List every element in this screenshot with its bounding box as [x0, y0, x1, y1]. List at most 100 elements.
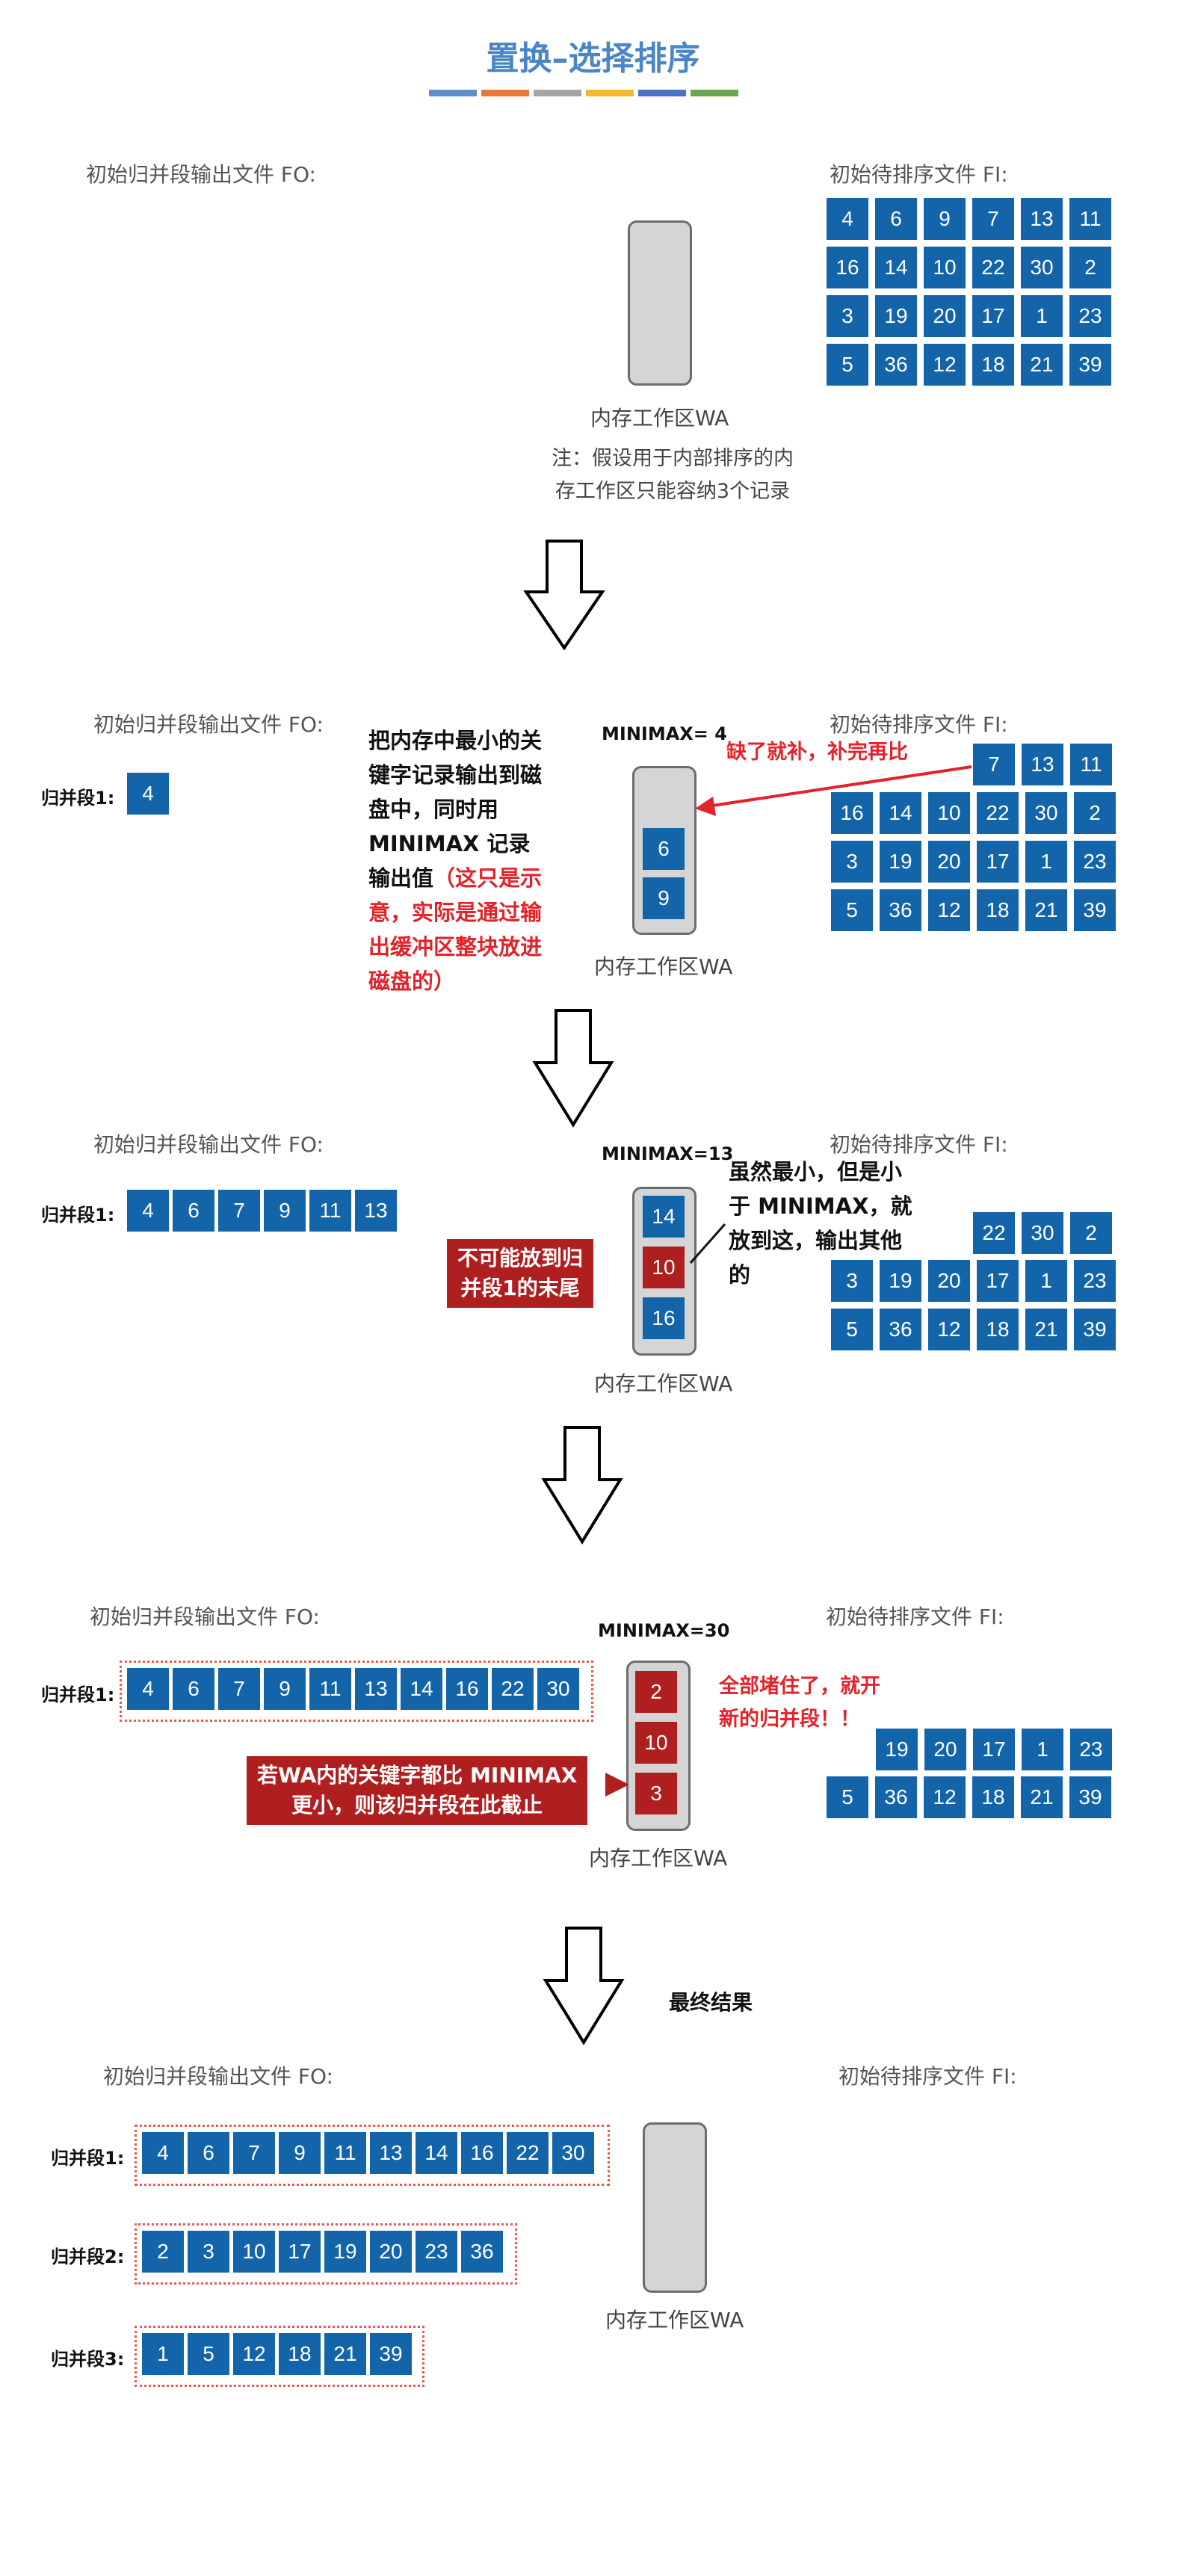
- fi-record: 21: [1025, 889, 1067, 931]
- fi-record: 17: [977, 1260, 1019, 1302]
- fi-record: 7: [972, 198, 1014, 240]
- page-title: 置换–选择排序: [486, 40, 700, 78]
- seg-record: 17: [279, 2231, 321, 2273]
- explain-red-line: 出缓冲区整块放进: [368, 934, 543, 960]
- fi-record: 36: [875, 1776, 917, 1818]
- explain-line: 键字记录输出到磁: [368, 762, 543, 788]
- fi-label: 初始待排序文件 FI:: [830, 712, 1008, 737]
- seg1-box: [135, 2125, 610, 2186]
- fi-record: 16: [827, 247, 868, 288]
- fi-record: 39: [1074, 889, 1116, 931]
- seg-record: 6: [173, 1668, 214, 1710]
- fi-record: 5: [831, 1309, 873, 1350]
- fi-record: 17: [973, 1729, 1015, 1770]
- fi-record: 23: [1070, 1729, 1112, 1770]
- fi-record: 17: [972, 295, 1014, 337]
- note-line: 全部堵住了，就开: [719, 1675, 880, 1698]
- fi-label: 初始待排序文件 FI:: [838, 2064, 1017, 2089]
- wa-record: 10: [643, 1247, 685, 1288]
- seg-record: 9: [264, 1668, 306, 1710]
- note: 注：假设用于内部排序的内 存工作区只能容纳3个记录: [523, 442, 822, 508]
- minimax-value: MINIMAX=13: [602, 1143, 734, 1164]
- seg-record: 21: [324, 2333, 366, 2375]
- seg-record: 7: [233, 2132, 275, 2174]
- fi-record: 21: [1025, 1309, 1067, 1350]
- down-arrow-icon: [523, 540, 605, 650]
- seg-record: 22: [492, 1668, 534, 1710]
- explain-red-line: 意，实际是通过输: [368, 900, 543, 925]
- explain-line: MINIMAX 记录: [368, 831, 531, 856]
- fi-record: 1: [1025, 841, 1067, 883]
- fi-record: 30: [1025, 792, 1067, 834]
- fi-record: 23: [1074, 1260, 1116, 1302]
- work-area: [628, 220, 692, 386]
- fi-record: 22: [972, 247, 1014, 288]
- fi-record: 5: [831, 889, 873, 931]
- note-line-2: 存工作区只能容纳3个记录: [555, 480, 791, 503]
- fi-record: 18: [972, 1776, 1014, 1818]
- explain-line: 输出值: [368, 865, 434, 891]
- fi-record: 19: [880, 841, 921, 883]
- down-arrow-icon: [532, 1009, 614, 1128]
- wa-label: 内存工作区WA: [589, 1846, 728, 1871]
- warning-line: 并段1的末尾: [460, 1276, 580, 1300]
- explain-red-inline: （这只是示: [433, 865, 543, 891]
- work-area: [643, 2122, 707, 2293]
- fi-record: 7: [973, 744, 1015, 785]
- fi-record: 18: [977, 1309, 1019, 1350]
- wa-record: 16: [643, 1297, 685, 1339]
- seg-record: 16: [446, 1668, 488, 1710]
- seg2-box: [135, 2223, 517, 2285]
- fi-record: 10: [928, 792, 970, 834]
- fi-record: 36: [880, 1309, 921, 1350]
- explain-line: 虽然最小，但是小: [729, 1159, 903, 1184]
- seg-record: 11: [324, 2132, 366, 2174]
- fi-record: 1: [1021, 295, 1063, 337]
- warning-box: 不可能放到归 并段1的末尾: [447, 1239, 594, 1308]
- warning-line: 更小，则该归并段在此截止: [291, 1793, 543, 1817]
- fi-record: 18: [977, 889, 1019, 931]
- fi-record: 13: [1022, 744, 1063, 785]
- fo-label: 初始归并段输出文件 FO:: [86, 162, 316, 187]
- explain-line: 的: [729, 1262, 751, 1288]
- seg3-label: 归并段3:: [51, 2349, 125, 2370]
- fi-record: 20: [928, 841, 970, 883]
- fi-record: 36: [875, 344, 917, 386]
- title-color-bar: [429, 90, 738, 96]
- down-arrow-icon: [543, 1927, 625, 2045]
- seg1-label: 归并段1:: [51, 2148, 125, 2169]
- seg-record: 6: [188, 2132, 229, 2174]
- fi-record: 10: [924, 247, 966, 288]
- seg-record: 4: [142, 2132, 184, 2174]
- fi-record: 12: [924, 1776, 966, 1818]
- explain-line: 把内存中最小的关: [368, 728, 543, 753]
- seg-record: 9: [279, 2132, 321, 2174]
- fi-record: 5: [827, 344, 868, 386]
- fi-record: 18: [972, 344, 1014, 386]
- fi-record: 1: [1025, 1260, 1067, 1302]
- seg-record: 13: [355, 1668, 397, 1710]
- fi-record: 21: [1021, 344, 1063, 386]
- fi-record: 39: [1069, 1776, 1111, 1818]
- fo-label: 初始归并段输出文件 FO:: [93, 712, 324, 737]
- explain-line: 放到这，输出其他: [729, 1228, 903, 1253]
- seg-record: 30: [537, 1668, 579, 1710]
- wa-record: 6: [643, 828, 685, 870]
- seg-record: 20: [370, 2231, 412, 2273]
- final-result-label: 最终结果: [669, 1990, 753, 2015]
- fi-record: 9: [924, 198, 966, 240]
- warning-line: 若WA内的关键字都比 MINIMAX: [257, 1763, 578, 1788]
- seg-record: 4: [127, 1668, 169, 1710]
- color-bar-segment: [429, 90, 477, 96]
- seg-record: 22: [507, 2132, 549, 2174]
- note-line: 新的归并段！！: [719, 1708, 860, 1731]
- new-segment-note: 全部堵住了，就开 新的归并段！！: [719, 1670, 880, 1736]
- refill-note: 缺了就补，补完再比: [726, 741, 908, 764]
- warning-box: 若WA内的关键字都比 MINIMAX 更小，则该归并段在此截止: [247, 1756, 588, 1825]
- seg-record: 7: [218, 1668, 260, 1710]
- fi-record: 13: [1021, 198, 1063, 240]
- explain-line: 于 MINIMAX，就: [729, 1193, 912, 1219]
- seg-record: 7: [218, 1190, 260, 1232]
- note-line-1: 注：假设用于内部排序的内: [552, 447, 794, 470]
- minimax-value: MINIMAX=30: [598, 1620, 730, 1641]
